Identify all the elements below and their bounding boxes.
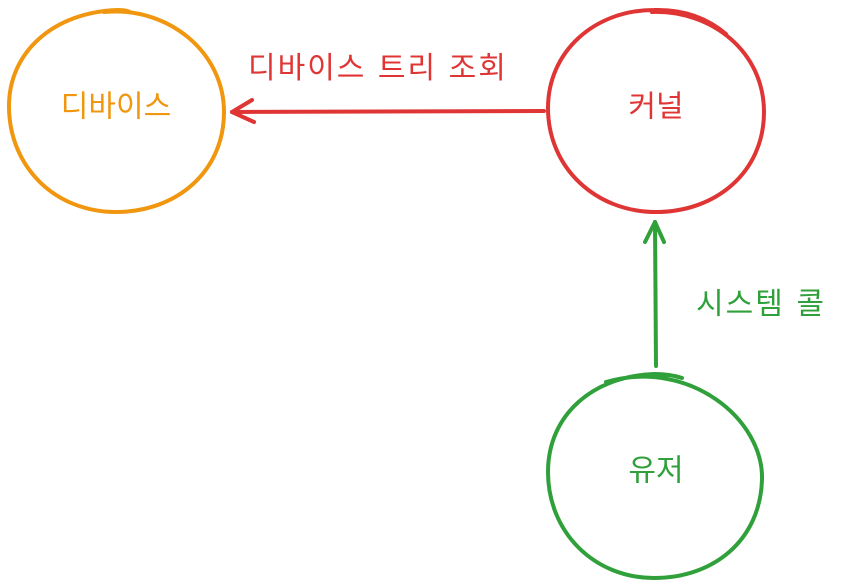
edge-kernel-to-device-label: 디바이스 트리 조회 [248, 51, 508, 86]
edge-user-to-kernel-line [653, 220, 658, 368]
user-circle [546, 372, 765, 580]
kernel-label: 커널 [628, 90, 683, 125]
node-user: 유저 [546, 372, 765, 580]
arrowhead-left-icon [230, 98, 256, 124]
node-kernel: 커널 [546, 7, 766, 214]
kernel-circle [546, 7, 766, 214]
device-circle [6, 8, 226, 214]
edge-kernel-to-device: 디바이스 트리 조회 [230, 51, 546, 124]
node-device: 디바이스 [6, 8, 226, 214]
edge-user-to-kernel: 시스템 콜 [643, 220, 826, 368]
device-label: 디바이스 [61, 90, 171, 125]
arrowhead-up-icon [643, 220, 666, 244]
edge-user-to-kernel-label: 시스템 콜 [696, 287, 826, 322]
user-label: 유저 [628, 454, 683, 489]
edge-kernel-to-device-line [230, 109, 546, 114]
